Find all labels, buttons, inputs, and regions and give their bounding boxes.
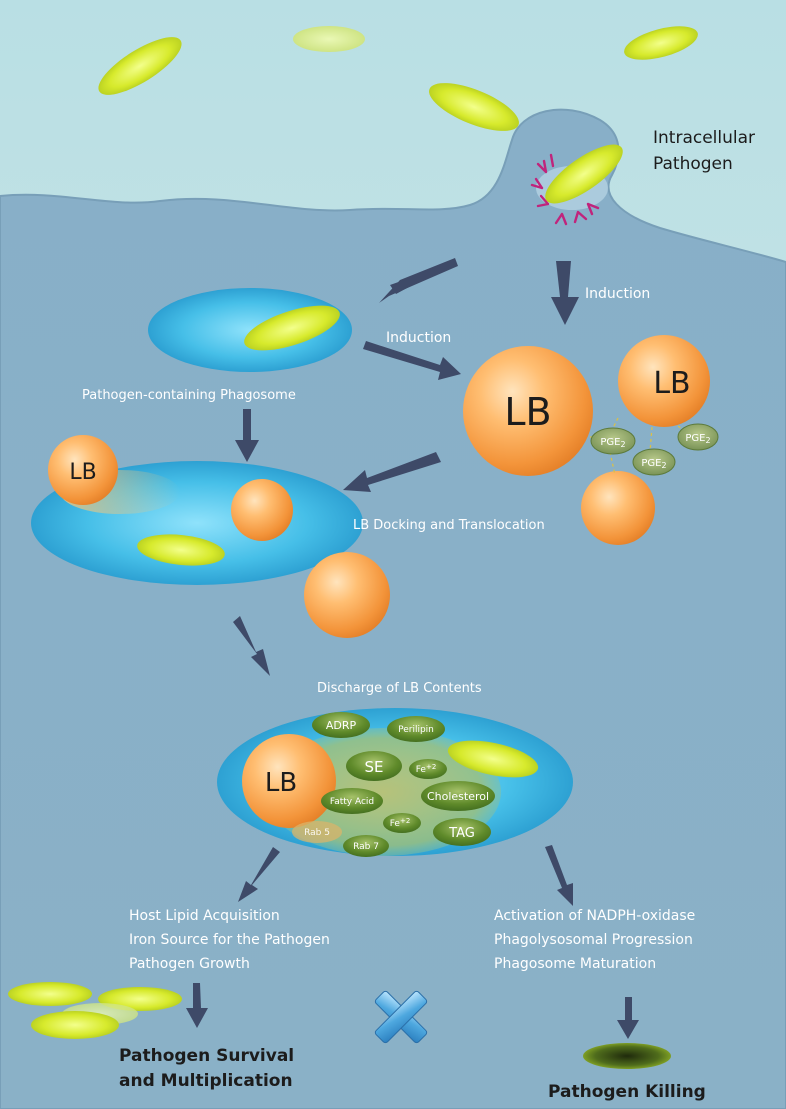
se-label: SE — [365, 758, 384, 776]
pathogen-icon — [137, 534, 225, 566]
se-molecule — [346, 751, 402, 781]
lb-docking-body-label: LB — [69, 460, 96, 485]
lipid-body-docking — [48, 435, 118, 505]
pathogen-icon — [624, 26, 698, 60]
maturation-label: Phagosome Maturation — [494, 956, 656, 972]
rab7-molecule — [343, 835, 389, 857]
receptor-icon — [530, 153, 600, 226]
cell-cytoplasm — [0, 108, 786, 1109]
pathogen-icon — [293, 26, 365, 52]
fe-label: Fe+2 — [390, 817, 411, 829]
lipid-body-right — [618, 335, 710, 427]
pge2-label: PGE2 — [641, 458, 666, 470]
lb-large-label: LB — [504, 390, 551, 434]
lb-discharge-label: LB — [265, 768, 297, 798]
tag-molecule — [433, 818, 491, 846]
nadph-label: Activation of NADPH-oxidase — [494, 908, 695, 924]
arrow-icon — [545, 845, 573, 906]
lb-docking-phagosome — [31, 435, 390, 638]
entering-pathogen — [530, 144, 623, 226]
induction-label-mid: Induction — [386, 330, 451, 346]
pathogen-icon — [31, 1011, 119, 1039]
rab5-label: Rab 5 — [304, 828, 330, 838]
tag-label: TAG — [448, 826, 475, 841]
fatty-acid-molecule — [321, 788, 383, 814]
lipid-body-discharge — [242, 734, 336, 828]
multiplying-pathogens — [8, 982, 182, 1039]
pathogen-killing-label: Pathogen Killing — [548, 1082, 706, 1102]
pathogen-label: Pathogen — [653, 154, 733, 174]
induction-label-top: Induction — [585, 286, 650, 302]
arrow-icon — [233, 616, 270, 676]
pathogen-icon — [447, 740, 539, 778]
pge2-label: PGE2 — [685, 433, 710, 445]
lipid-body-large — [463, 346, 593, 476]
cholesterol-molecule — [421, 781, 495, 811]
arrow-icon — [238, 847, 280, 902]
killed-pathogen-icon — [583, 1043, 671, 1069]
flow-arrows — [186, 258, 639, 1039]
pge2-label: PGE2 — [600, 437, 625, 449]
pathogen-icon — [98, 37, 182, 95]
lipid-body-small — [581, 471, 655, 545]
iron-molecule — [383, 813, 421, 833]
multiplication-label: and Multiplication — [119, 1071, 293, 1091]
pathogen-growth-label: Pathogen Growth — [129, 956, 250, 972]
arrow-icon — [551, 261, 579, 325]
fatty-acid-label: Fatty Acid — [330, 797, 374, 807]
rab5-molecule — [292, 821, 342, 843]
perilipin-label: Perilipin — [398, 725, 434, 735]
lipid-body-cluster — [463, 335, 719, 545]
cholesterol-label: Cholesterol — [427, 790, 489, 803]
x-mark-icon — [374, 990, 428, 1044]
phagolysosomal-label: Phagolysosomal Progression — [494, 932, 693, 948]
lipid-body-outer — [304, 552, 390, 638]
lb-docking-label: LB Docking and Translocation — [353, 518, 545, 533]
survival-label: Pathogen Survival — [119, 1046, 294, 1066]
adrp-molecule — [312, 712, 370, 738]
discharge-phagosome — [217, 708, 573, 857]
arrow-icon — [363, 341, 461, 380]
rab7-label: Rab 7 — [353, 842, 379, 852]
phagosome-label: Pathogen-containing Phagosome — [82, 388, 296, 403]
pge2-molecule — [590, 427, 636, 455]
arrow-icon — [186, 983, 208, 1028]
lipid-body-inner — [231, 479, 293, 541]
pathogen-icon — [244, 305, 340, 351]
adrp-label: ADRP — [326, 719, 357, 732]
perilipin-molecule — [387, 716, 445, 742]
pathogen-containing-phagosome — [148, 288, 352, 372]
pathogen-icon — [429, 83, 519, 131]
lb-right-label: LB — [653, 366, 690, 401]
pge2-molecule — [632, 448, 676, 476]
arrow-icon — [235, 409, 259, 462]
arrow-icon — [379, 258, 458, 303]
iron-molecule — [409, 759, 447, 779]
discharge-label: Discharge of LB Contents — [317, 681, 482, 696]
pathogen-icon — [8, 982, 92, 1006]
fe-label: Fe+2 — [416, 763, 437, 775]
arrow-icon — [617, 997, 639, 1039]
iron-source-label: Iron Source for the Pathogen — [129, 932, 330, 948]
arrow-icon — [343, 452, 441, 492]
intracellular-label: Intracellular — [653, 128, 755, 148]
host-lipid-label: Host Lipid Acquisition — [129, 908, 280, 924]
pge2-molecule — [677, 423, 719, 451]
